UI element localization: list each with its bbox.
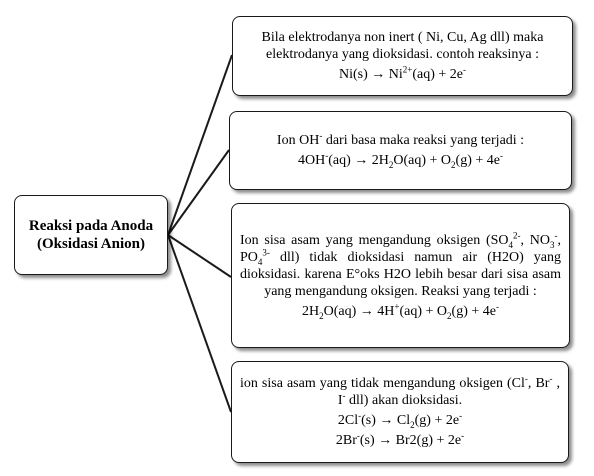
root-title: Reaksi pada Anoda [28, 218, 154, 234]
node-1-text-line2: elektrodanya yang dioksidasi. contoh rea… [266, 47, 539, 62]
node-hydroxide-ion: Ion OH- dari basa maka reaksi yang terja… [229, 111, 572, 190]
node-3-text: Ion sisa asam yang mengandung oksigen (S… [240, 229, 561, 299]
connector-4 [167, 234, 232, 413]
node-non-oxygen-acid-residue: ion sisa asam yang tidak mengandung oksi… [231, 361, 569, 463]
node-4-equation-1: 2Cl-(s) → Cl2(g) + 2e- [337, 410, 463, 430]
connector-2 [167, 149, 230, 236]
connector-1 [167, 54, 233, 236]
root-node: Reaksi pada Anoda (Oksidasi Anion) [14, 195, 168, 275]
root-subtitle: (Oksidasi Anion) [37, 236, 145, 252]
connector-3 [167, 234, 232, 278]
node-oxygen-acid-residue: Ion sisa asam yang mengandung oksigen (S… [231, 203, 570, 348]
node-2-text: Ion OH- dari basa maka reaksi yang terja… [276, 130, 525, 148]
node-2-equation: 4OH-(aq) → 2H2O(aq) + O2(g) + 4e- [298, 150, 503, 170]
node-1-equation: Ni(s) → Ni2+(aq) + 2e- [338, 64, 466, 82]
node-4-text: ion sisa asam yang tidak mengandung oksi… [240, 373, 561, 408]
node-non-inert-electrode: Bila elektrodanya non inert ( Ni, Cu, Ag… [232, 16, 573, 96]
node-4-equation-2: 2Br-(s) → Br2(g) + 2e- [335, 430, 465, 448]
node-1-text-line1: Bila elektrodanya non inert ( Ni, Cu, Ag… [261, 30, 544, 45]
node-3-equation: 2H2O(aq) → 4H+(aq) + O2(g) + 4e- [302, 300, 499, 321]
